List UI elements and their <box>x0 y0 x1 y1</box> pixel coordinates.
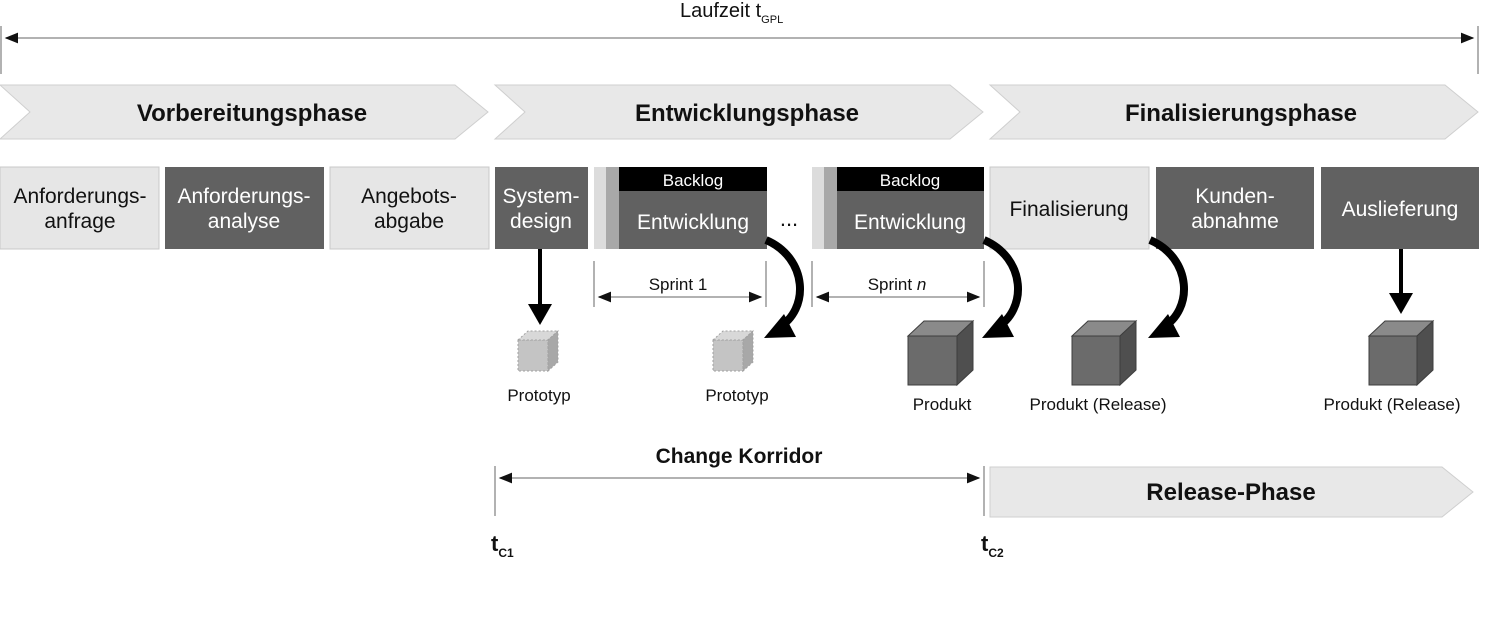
artifact-label-produkt-release-1: Produkt (Release) <box>1029 395 1166 414</box>
curved-arrow-finalisierung <box>1148 236 1188 338</box>
curved-arrow-sprint-n <box>982 236 1022 338</box>
artifact-label-prototyp-2: Prototyp <box>705 386 768 405</box>
svg-text:Anforderungs-: Anforderungs- <box>177 185 310 208</box>
arrow-systemdesign-prototype <box>528 249 552 325</box>
svg-text:anfrage: anfrage <box>44 210 115 233</box>
cube-product-release-1 <box>1070 319 1138 387</box>
entwicklung-label: Entwicklung <box>854 211 966 234</box>
cube-product <box>906 319 975 387</box>
cube-product-release-2 <box>1367 319 1435 387</box>
box-auslieferung: Auslieferung <box>1321 167 1479 249</box>
box-entwicklung-sprint-1: Backlog Entwicklung <box>594 167 767 249</box>
backlog-bar <box>619 167 767 191</box>
milestone-tc1: tC1 <box>491 531 514 560</box>
phase-label: Entwicklungsphase <box>635 100 859 127</box>
runtime-arrow <box>0 26 1479 74</box>
sprint-label: Sprint n <box>868 275 927 294</box>
svg-text:Finalisierung: Finalisierung <box>1009 198 1128 221</box>
backlog-label: Backlog <box>663 171 723 190</box>
svg-text:Laufzeit tGPL: Laufzeit tGPL <box>680 0 783 26</box>
box-anforderungsanfrage: Anforderungs- anfrage <box>0 166 160 250</box>
svg-text:System-: System- <box>502 185 579 208</box>
artifact-label-prototyp-1: Prototyp <box>507 386 570 405</box>
phase-label: Vorbereitungsphase <box>137 100 367 127</box>
box-anforderungsanalyse: Anforderungs- analyse <box>165 167 324 249</box>
backlog-bar <box>837 167 984 191</box>
sprint-label: Sprint 1 <box>649 275 708 294</box>
release-phase-label: Release-Phase <box>1146 479 1315 506</box>
phase-label: Finalisierungsphase <box>1125 100 1357 127</box>
svg-text:Anforderungs-: Anforderungs- <box>13 185 146 208</box>
svg-text:Auslieferung: Auslieferung <box>1342 198 1459 221</box>
svg-text:abgabe: abgabe <box>374 210 444 233</box>
runtime-label: Laufzeit tGPL <box>680 0 783 26</box>
change-corridor: Change Korridor <box>494 445 985 516</box>
box-angebotsabgabe: Angebots- abgabe <box>329 166 490 250</box>
box-finalisierung: Finalisierung <box>989 166 1150 250</box>
release-phase: Release-Phase <box>989 466 1474 518</box>
svg-text:tC2: tC2 <box>981 531 1004 560</box>
cube-prototype-2 <box>711 329 755 373</box>
svg-text:Kunden-: Kunden- <box>1195 185 1274 208</box>
svg-text:analyse: analyse <box>208 210 280 233</box>
phase-vorbereitung: Vorbereitungsphase <box>0 84 489 140</box>
svg-text:abnahme: abnahme <box>1191 210 1279 233</box>
curved-arrow-sprint-1 <box>764 236 804 338</box>
artifact-label-produkt-release-2: Produkt (Release) <box>1323 395 1460 414</box>
sprint-n-span: Sprint n <box>811 261 985 307</box>
ellipsis: ... <box>780 206 798 231</box>
svg-text:tC1: tC1 <box>491 531 514 560</box>
entwicklung-label: Entwicklung <box>637 211 749 234</box>
phase-finalisierung: Finalisierungsphase <box>988 84 1479 140</box>
sprint-1-span: Sprint 1 <box>593 261 767 307</box>
cube-prototype-1 <box>516 329 560 373</box>
backlog-label: Backlog <box>880 171 940 190</box>
box-kundenabnahme: Kunden- abnahme <box>1156 167 1314 249</box>
change-corridor-label: Change Korridor <box>656 445 823 468</box>
svg-text:design: design <box>510 210 572 233</box>
milestone-tc2: tC2 <box>981 531 1004 560</box>
svg-text:Angebots-: Angebots- <box>361 185 457 208</box>
box-systemdesign: System- design <box>495 167 588 249</box>
artifact-label-produkt: Produkt <box>913 395 972 414</box>
box-entwicklung-sprint-n: Backlog Entwicklung <box>812 167 984 249</box>
phase-entwicklung: Entwicklungsphase <box>493 84 984 140</box>
arrow-auslieferung-product <box>1389 249 1413 314</box>
